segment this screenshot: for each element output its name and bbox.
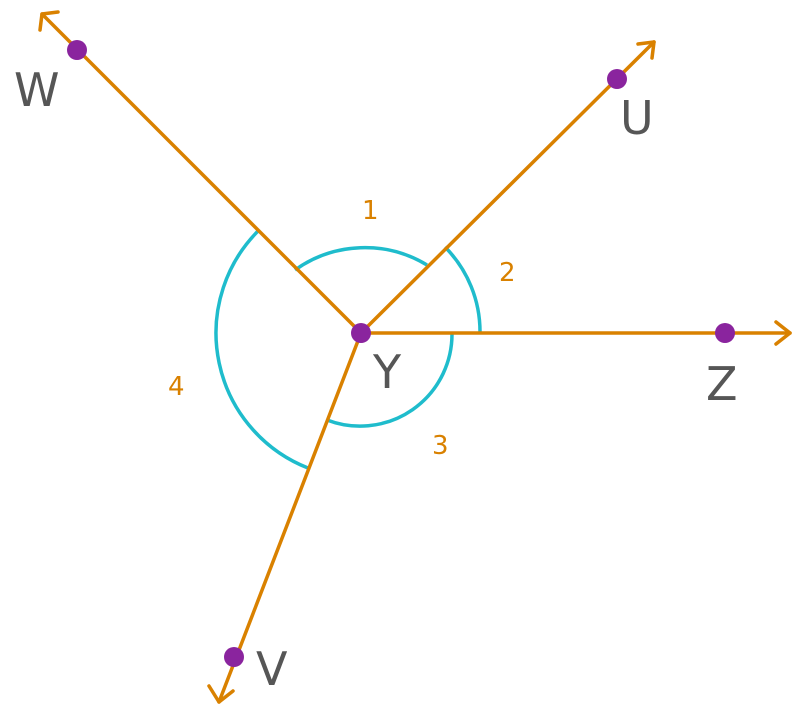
point-z	[715, 323, 735, 343]
ray-yu	[359, 40, 656, 335]
point-u	[607, 69, 627, 89]
label-point-u: U	[620, 91, 654, 145]
ray-yw	[38, 10, 363, 335]
angle-2-arc	[443, 245, 482, 334]
label-angle-2: 2	[499, 258, 516, 288]
ray-yv	[207, 331, 363, 704]
angle-3-arc	[326, 332, 454, 428]
point-w	[67, 40, 87, 60]
angle-1-arc	[293, 245, 428, 272]
point-y	[351, 323, 371, 343]
label-point-z: Z	[706, 357, 738, 411]
point-v	[224, 647, 244, 667]
label-point-w: W	[14, 63, 59, 117]
label-angle-4: 4	[168, 372, 185, 402]
label-angle-1: 1	[362, 196, 379, 226]
label-point-v: V	[256, 642, 288, 696]
label-point-y: Y	[372, 345, 402, 399]
label-angle-3: 3	[432, 431, 449, 461]
angle-4-arc	[214, 229, 309, 470]
